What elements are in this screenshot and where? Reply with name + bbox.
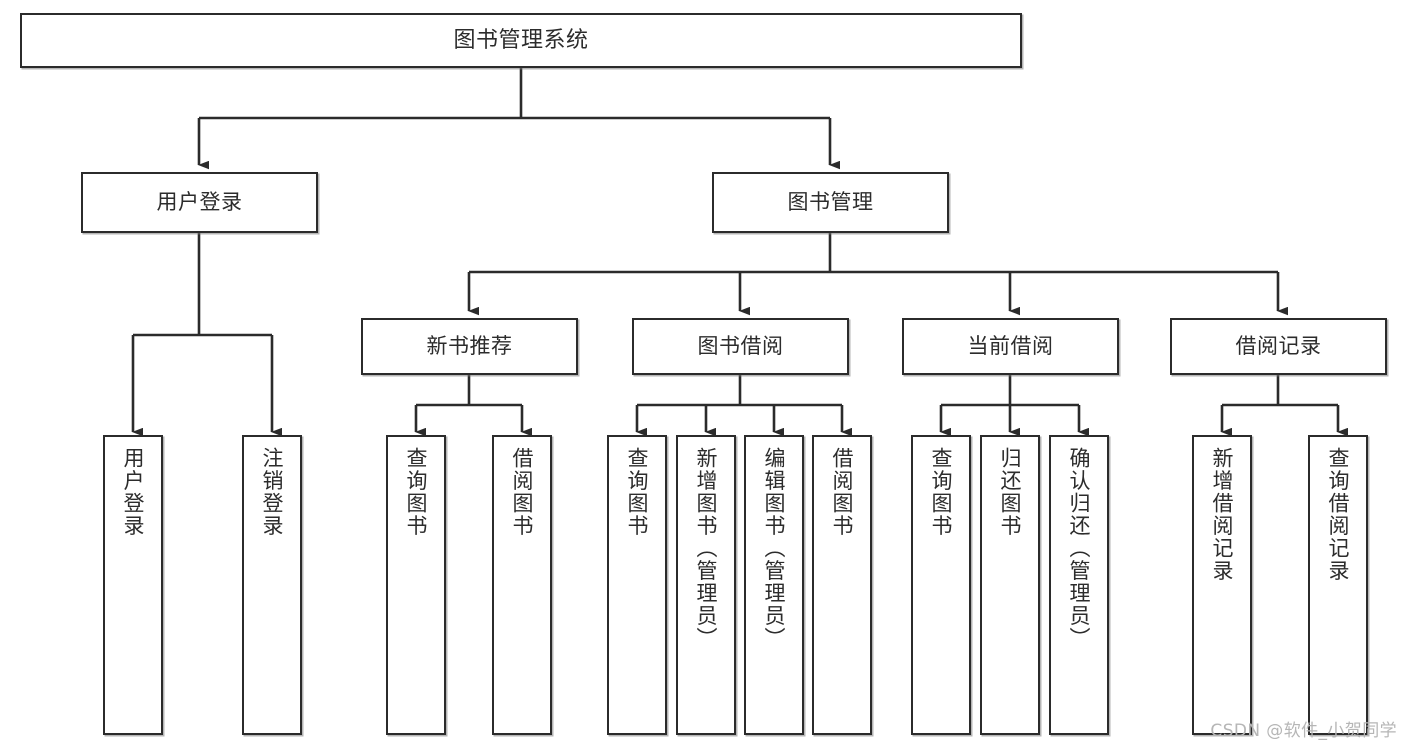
node-label: 新增图书（管理员）: [694, 447, 719, 650]
leaf-query-book-borrowing[interactable]: 查询图书: [607, 435, 667, 735]
node-book-borrowing[interactable]: 图书借阅: [632, 318, 849, 375]
node-label: 图书管理系统: [453, 27, 589, 53]
node-new-book-recommendation[interactable]: 新书推荐: [361, 318, 578, 375]
node-label: 用户登录: [121, 447, 146, 537]
node-current-borrowing[interactable]: 当前借阅: [902, 318, 1119, 375]
leaf-borrow-book-recommendation[interactable]: 借阅图书: [492, 435, 552, 735]
node-label: 查询图书: [929, 447, 954, 537]
leaf-edit-book-admin[interactable]: 编辑图书（管理员）: [744, 435, 804, 735]
node-borrowing-record[interactable]: 借阅记录: [1170, 318, 1387, 375]
node-root-book-management-system[interactable]: 图书管理系统: [20, 13, 1022, 68]
node-label: 借阅图书: [510, 447, 535, 537]
leaf-add-borrowing-record[interactable]: 新增借阅记录: [1192, 435, 1252, 735]
leaf-user-login[interactable]: 用户登录: [103, 435, 163, 735]
leaf-borrow-book[interactable]: 借阅图书: [812, 435, 872, 735]
leaf-user-logout[interactable]: 注销登录: [242, 435, 302, 735]
node-label: 当前借阅: [967, 334, 1054, 359]
node-label: 归还图书: [998, 447, 1023, 537]
node-book-management[interactable]: 图书管理: [712, 172, 949, 233]
leaf-add-book-admin[interactable]: 新增图书（管理员）: [676, 435, 736, 735]
leaf-return-book[interactable]: 归还图书: [980, 435, 1040, 735]
leaf-confirm-return-admin[interactable]: 确认归还（管理员）: [1049, 435, 1109, 735]
leaf-query-book-recommendation[interactable]: 查询图书: [386, 435, 446, 735]
node-label: 新书推荐: [426, 334, 513, 359]
node-label: 图书借阅: [697, 334, 784, 359]
node-label: 借阅记录: [1235, 334, 1322, 359]
node-label: 查询借阅记录: [1326, 447, 1351, 582]
node-label: 查询图书: [404, 447, 429, 537]
node-label: 新增借阅记录: [1210, 447, 1235, 582]
node-label: 用户登录: [156, 190, 243, 215]
node-label: 图书管理: [787, 190, 874, 215]
node-label: 编辑图书（管理员）: [762, 447, 787, 650]
leaf-query-book-current[interactable]: 查询图书: [911, 435, 971, 735]
node-label: 借阅图书: [830, 447, 855, 537]
leaf-query-borrowing-record[interactable]: 查询借阅记录: [1308, 435, 1368, 735]
node-label: 确认归还（管理员）: [1067, 447, 1092, 650]
node-label: 查询图书: [625, 447, 650, 537]
node-label: 注销登录: [260, 447, 285, 537]
node-user-login[interactable]: 用户登录: [81, 172, 318, 233]
